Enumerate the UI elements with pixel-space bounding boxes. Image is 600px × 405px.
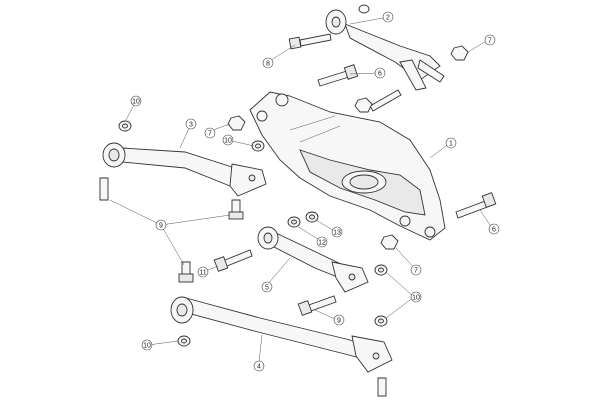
svg-text:6: 6 [378, 71, 382, 78]
svg-text:7: 7 [488, 38, 492, 45]
svg-text:10: 10 [132, 99, 140, 106]
svg-text:10: 10 [143, 343, 151, 350]
lower-long-link [170, 296, 393, 373]
svg-text:8: 8 [266, 61, 270, 68]
svg-text:7: 7 [208, 131, 212, 138]
callout-9a: 9 [155, 219, 167, 231]
svg-text:6: 6 [492, 227, 496, 234]
trailing-link-upper [102, 142, 267, 197]
bolts [99, 33, 497, 397]
callout-3: 3 [185, 118, 197, 130]
callout-7b: 7 [204, 127, 216, 139]
svg-text:10: 10 [412, 295, 420, 302]
callout-9b: 9 [333, 314, 345, 326]
callout-10a: 10 [130, 95, 142, 107]
callout-7c: 7 [410, 264, 422, 276]
svg-text:9: 9 [337, 318, 341, 325]
lower-control-arm [249, 91, 446, 241]
svg-text:2: 2 [386, 15, 390, 22]
svg-text:3: 3 [189, 122, 193, 129]
callout-10b: 10 [222, 134, 234, 146]
callout-2: 2 [382, 11, 394, 23]
callout-1: 1 [445, 137, 457, 149]
upper-link [325, 4, 445, 91]
svg-text:11: 11 [199, 270, 206, 277]
nuts-and-washers [118, 45, 469, 347]
callout-7a: 7 [484, 34, 496, 46]
svg-text:4: 4 [257, 364, 261, 371]
callout-10d: 10 [141, 339, 153, 351]
svg-text:12: 12 [318, 240, 326, 247]
callout-10c: 10 [410, 291, 422, 303]
callout-4: 4 [253, 360, 265, 372]
svg-text:10: 10 [224, 138, 232, 145]
callout-12: 12 [316, 236, 328, 248]
callout-11: 11 [197, 266, 209, 278]
svg-text:13: 13 [333, 230, 341, 237]
callout-6b: 6 [488, 223, 500, 235]
callout-6a: 6 [374, 67, 386, 79]
callout-8: 8 [262, 57, 274, 69]
callout-13: 13 [331, 226, 343, 238]
svg-text:7: 7 [414, 268, 418, 275]
toe-link [257, 226, 369, 293]
callout-5: 5 [261, 281, 273, 293]
svg-text:1: 1 [449, 141, 453, 148]
svg-text:5: 5 [265, 285, 269, 292]
svg-text:9: 9 [159, 223, 163, 230]
